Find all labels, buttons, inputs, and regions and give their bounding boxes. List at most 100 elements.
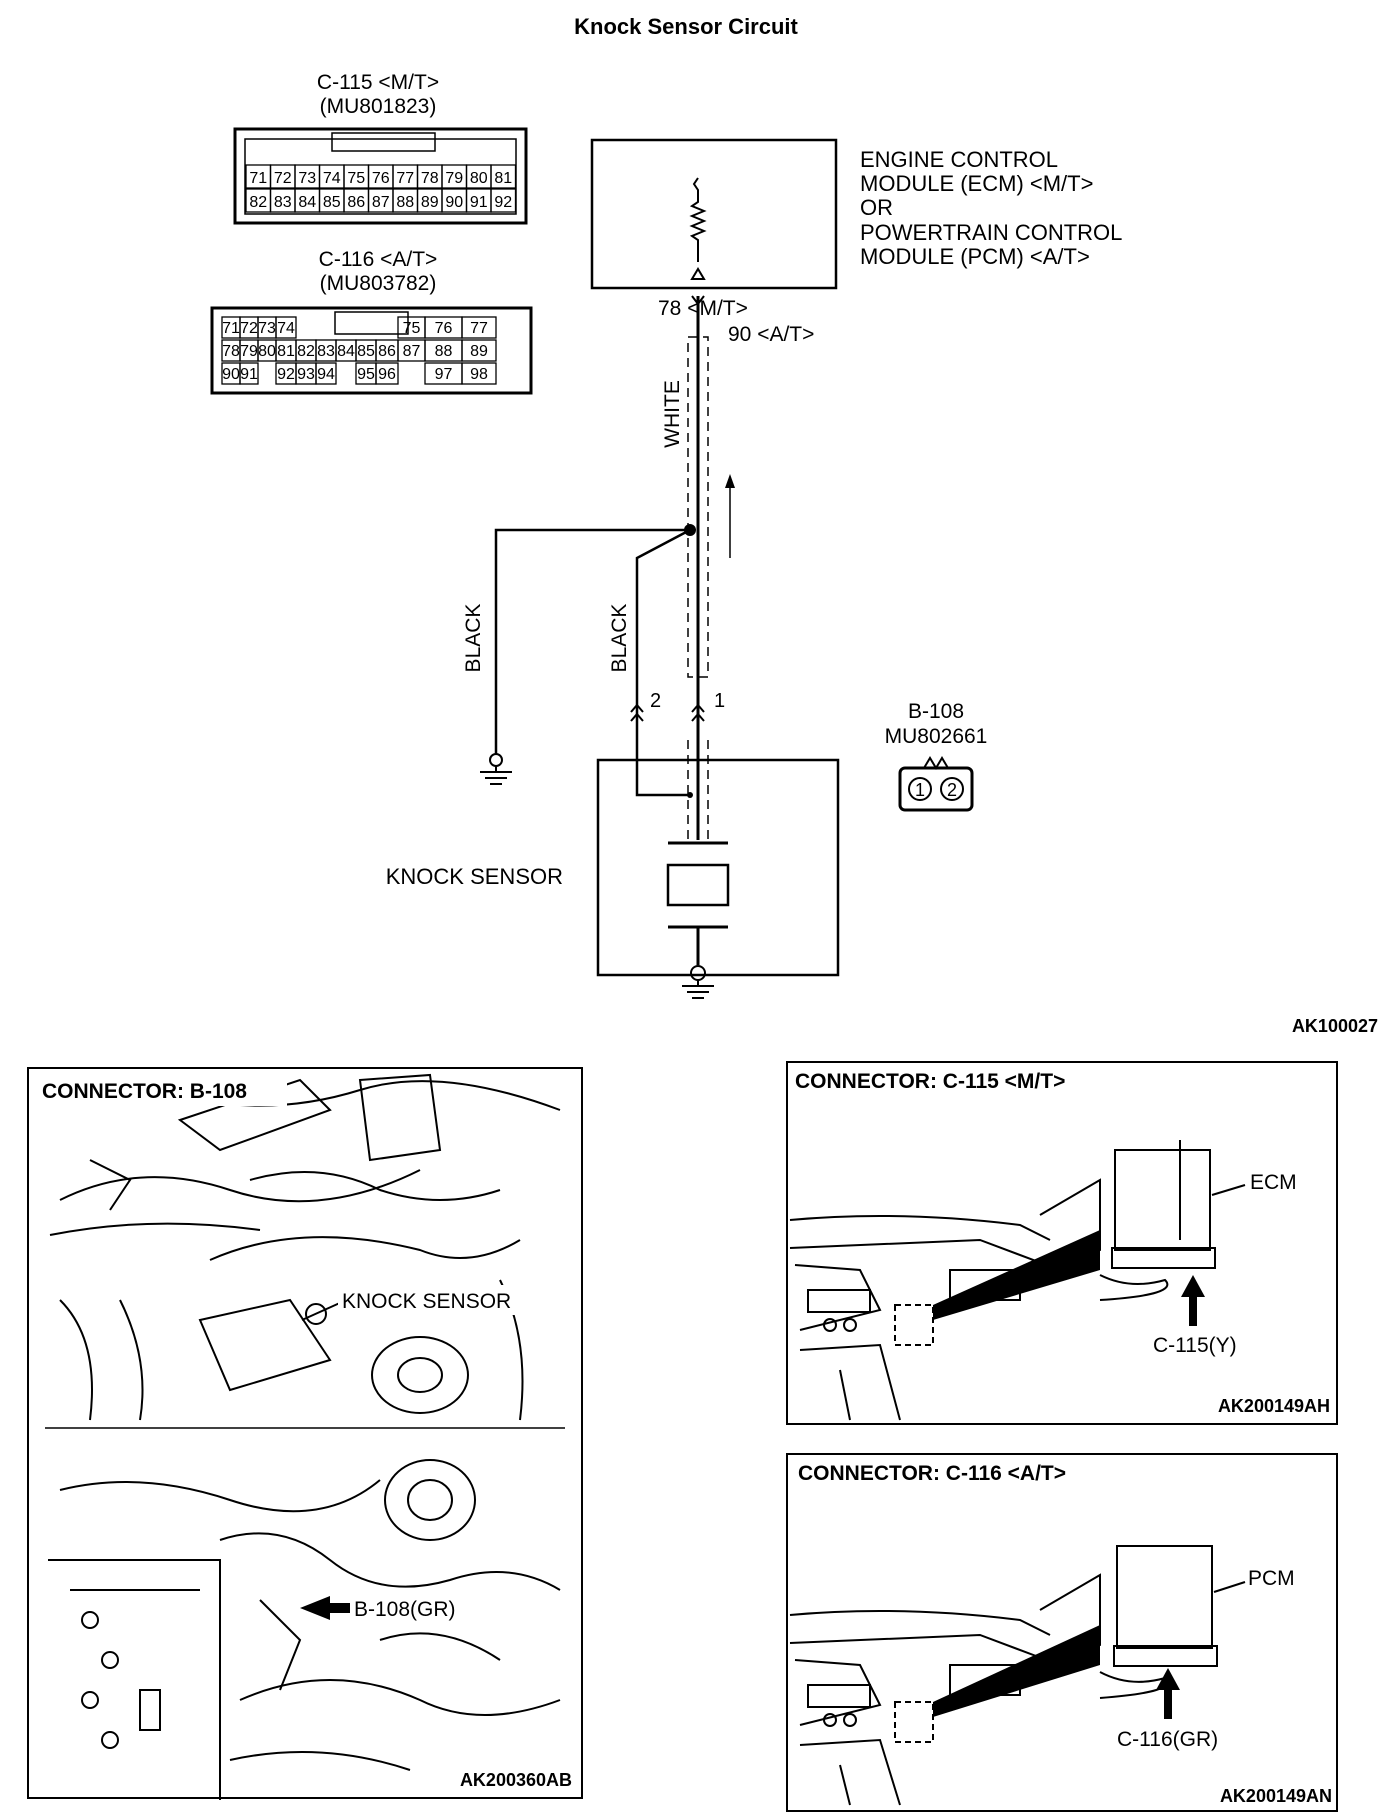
c116-pin: 74 (277, 320, 295, 337)
signal-direction-arrow (725, 474, 735, 488)
c116-pin: 86 (378, 343, 396, 360)
c116-pin: 80 (258, 343, 276, 360)
connector-b108: B-108 MU802661 1 2 (885, 700, 987, 812)
c115-pin: 84 (298, 194, 316, 211)
c116-pin: 88 (435, 343, 453, 360)
b108-callout-bg (350, 1592, 474, 1622)
b108-callout: B-108(GR) (354, 1598, 456, 1621)
c115-pin: 80 (470, 170, 488, 187)
c116-pin: 78 (222, 343, 240, 360)
panel-b108-id: AK200360AB (460, 1770, 572, 1790)
c115-pin: 88 (396, 194, 414, 211)
c115-pin: 91 (470, 194, 488, 211)
panel-c116-frame (786, 1453, 1338, 1812)
ecm-terminal (690, 267, 706, 280)
c115-key (331, 132, 436, 152)
c116-pin: 98 (470, 366, 488, 383)
ecm-harness (1099, 1274, 1169, 1301)
c115-pin: 90 (445, 194, 463, 211)
pin1-chevron-lower (691, 712, 705, 722)
c115-location-pointer (933, 1230, 1100, 1320)
c115-part: (MU801823) (320, 95, 437, 118)
c115-pin: 86 (347, 194, 365, 211)
panel-c116: CONNECTOR: C-116 <A/T> PCM C-116(GR) AK2… (786, 1453, 1338, 1812)
ecm-leader (1211, 1184, 1246, 1196)
c115-pin: 71 (249, 170, 267, 187)
b108-callout-arrowhead (300, 1596, 330, 1620)
ecm-connector-strip (1111, 1247, 1216, 1269)
c116-pin: 91 (240, 366, 258, 383)
c116-pin: 84 (337, 343, 355, 360)
c116-callout-arrowhead (1156, 1668, 1180, 1690)
c116-pin: 81 (277, 343, 295, 360)
c116-pin: 75 (403, 320, 421, 337)
knock-sensor-box (596, 758, 840, 977)
c115-pin: 85 (323, 194, 341, 211)
c115-pin: 82 (249, 194, 267, 211)
c116-location-marker (894, 1701, 934, 1743)
c115-name: C-115 <M/T> (317, 71, 439, 94)
c115-pin: 77 (396, 170, 414, 187)
b108-callout-arrow-shaft (328, 1603, 350, 1613)
dashboard-illustration-c116 (789, 1573, 1101, 1806)
panel-c115-frame (786, 1061, 1338, 1425)
c115-pin: 76 (372, 170, 390, 187)
knock-sensor-callout: KNOCK SENSOR (342, 1290, 511, 1313)
ecm-line-5: MODULE (PCM) <A/T> (860, 244, 1090, 269)
panel-b108: CONNECTOR: B-108 KNOCK SENSOR B-108(GR) … (27, 1067, 583, 1800)
c115-pin: 72 (274, 170, 292, 187)
c116-pin: 96 (378, 366, 396, 383)
c115-pin-cell (490, 188, 517, 213)
pin1-chevron-upper (691, 703, 705, 713)
pin2-chevron-lower (630, 712, 644, 722)
c116-pin: 93 (297, 366, 315, 383)
c115-pin: 81 (494, 170, 512, 187)
c116-pin: 94 (317, 366, 335, 383)
pcm-harness (1099, 1671, 1169, 1699)
ecm-module: ENGINE CONTROL MODULE (ECM) <M/T> OR POW… (590, 138, 1122, 290)
panel-b108-frame (27, 1067, 583, 1799)
c115-pin: 92 (494, 194, 512, 211)
c116-pin: 72 (240, 320, 258, 337)
c116-key (334, 311, 409, 335)
wiring: 78 <M/T> 90 <A/T> 1 2 WHITE BLACK BLACK (462, 295, 814, 840)
diagram-id: AK100027 (1292, 1016, 1378, 1036)
c116-pin: 83 (317, 343, 335, 360)
c116-pin: 79 (240, 343, 258, 360)
white-wire-label: WHITE (661, 380, 684, 448)
pcm-unit (1116, 1545, 1213, 1649)
c116-pin: 89 (470, 343, 488, 360)
black-wire-left (494, 528, 690, 754)
c116-pin: 87 (403, 343, 421, 360)
c116-pin-cell (461, 362, 497, 385)
c116-pin: 90 (222, 366, 240, 383)
knock-sensor-callout-bg (338, 1285, 548, 1315)
c115-callout-arrowhead (1181, 1275, 1205, 1297)
pin2-chevron-upper (630, 703, 644, 713)
c115-pin: 75 (347, 170, 365, 187)
knock-sensor: KNOCK SENSOR (386, 758, 840, 999)
c116-pin-cell (461, 316, 497, 339)
c115-pin: 87 (372, 194, 390, 211)
c116-part: (MU803782) (320, 272, 437, 295)
pcm-leader (1213, 1581, 1246, 1593)
panel-c115-title: CONNECTOR: C-115 <M/T> (795, 1070, 1065, 1093)
c115-housing (233, 127, 528, 225)
c116-pin-cell (375, 362, 399, 385)
b108-pin1-circle (908, 777, 932, 801)
c116-pin: 82 (297, 343, 315, 360)
c115-pin: 74 (323, 170, 341, 187)
c116-name: C-116 <A/T> (319, 248, 438, 271)
panel-c115-id: AK200149AH (1218, 1396, 1330, 1416)
panel-b108-title-bg (37, 1074, 287, 1106)
c116-location-pointer (933, 1625, 1100, 1717)
diagram-title: Knock Sensor Circuit (574, 14, 798, 39)
c115-pin: 73 (298, 170, 316, 187)
c116-pin: 76 (435, 320, 453, 337)
c115-pin: 79 (445, 170, 463, 187)
c116-pin: 92 (277, 366, 295, 383)
